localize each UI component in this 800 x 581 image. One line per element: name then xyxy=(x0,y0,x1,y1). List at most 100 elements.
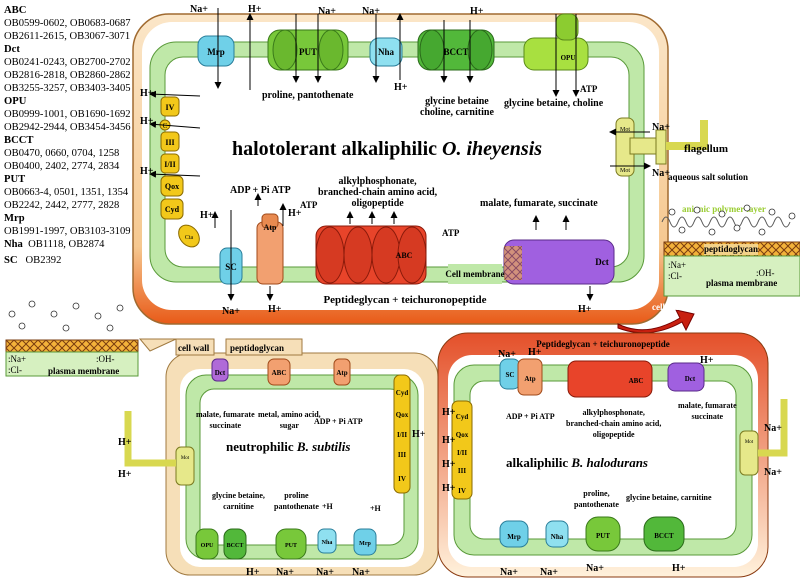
sub-atp-label: Atp xyxy=(336,369,347,377)
hal-put-label: PUT xyxy=(596,532,610,540)
hal-chain-iii: III xyxy=(458,467,466,475)
polymer-chains xyxy=(661,216,791,228)
sub-bcct-label: BCCT xyxy=(227,543,244,549)
ion-na: Na+ xyxy=(222,306,240,317)
subtilis-cell-wall-label: cell wall xyxy=(178,343,210,353)
legend-opu-name: OPU xyxy=(4,96,27,107)
cell-membrane-label: Cell membrane xyxy=(445,269,504,279)
nha-label: Nha xyxy=(378,47,395,57)
ion-na: Na+ xyxy=(276,567,294,578)
legend-opu-line: OB2942-2944, OB3454-3456 xyxy=(4,122,131,133)
bottom-ion-labels: H+ H+ H+ Na+ Na+ Na+ +H +H H+ H+ H+ H+ H… xyxy=(118,347,782,578)
halodurans-proteins xyxy=(451,358,788,552)
sub-nha-label: Nha xyxy=(322,540,333,546)
sub-abc-label: ABC xyxy=(272,369,287,377)
subtilis-peptidoglycan-label: peptidoglycan xyxy=(230,343,284,353)
ion-na: Na+ xyxy=(190,4,208,15)
gene-legend: ABC OB0599-0602, OB0683-0687 OB2611-2615… xyxy=(4,4,154,267)
halodurans-abc-substrate: alkylphosphonate, branched-chain amino a… xyxy=(566,408,662,439)
sub-chain-qox: Qox xyxy=(396,411,409,419)
left-na-key: :Na+ xyxy=(8,354,27,364)
halodurans-atp-substrate: ADP + Pi ATP xyxy=(506,412,555,421)
chain-cta: Cta xyxy=(185,235,194,241)
sub-chain-iii: III xyxy=(398,451,406,459)
hal-mrp-label: Mrp xyxy=(507,533,521,541)
legend-nha-row: Nha OB1118, OB2874 xyxy=(4,238,154,251)
right-cl-key: :Cl- xyxy=(668,271,683,281)
ion-na: Na+ xyxy=(316,567,334,578)
bcct-transporter: BCCT xyxy=(417,29,495,71)
sub-mot-label: Mot xyxy=(181,456,190,461)
right-oh-key: :OH- xyxy=(756,268,775,278)
chain-iv: IV xyxy=(166,103,175,112)
dct-label: Dct xyxy=(595,257,609,267)
hal-bcct-label: BCCT xyxy=(654,532,674,540)
ion-na: Na+ xyxy=(764,467,782,478)
chain-c: C xyxy=(163,122,168,130)
sub-chain-cyd: Cyd xyxy=(396,389,409,397)
ions-field xyxy=(668,204,796,236)
opu-label: OPU xyxy=(561,54,576,62)
ion-h: H+ xyxy=(394,82,408,93)
legend-put-name: PUT xyxy=(4,174,26,185)
subtilis-proteins xyxy=(124,358,411,560)
ion-h: H+ xyxy=(268,304,282,315)
right-inset-canvas xyxy=(661,204,800,297)
membrane-label-bg xyxy=(448,264,502,284)
opu-substrate: glycine betaine, choline xyxy=(504,98,604,109)
hal-abc-label: ABC xyxy=(629,377,644,385)
ion-h: H+ xyxy=(118,469,132,480)
ion-na: Na+ xyxy=(352,567,370,578)
ion-na: Na+ xyxy=(764,423,782,434)
subtilis-atp-substrate: ADP + Pi ATP xyxy=(314,417,363,426)
mrp-transporter: Mrp xyxy=(197,35,235,67)
legend-bcct-line: OB0470, 0660, 0704, 1258 xyxy=(4,148,120,159)
hal-mot-label: Mot xyxy=(745,440,754,445)
atp-synthase: Atp xyxy=(256,213,284,285)
ion-h: H+ xyxy=(412,429,426,440)
ion-na: Na+ xyxy=(652,122,670,133)
legend-abc-line: OB2611-2615, OB3067-3071 xyxy=(4,31,131,42)
bcct-substrate: glycine betaine choline, carnitine xyxy=(420,96,494,118)
chain-cyd: Cyd xyxy=(165,205,180,214)
legend-abc-line: OB0599-0602, OB0683-0687 xyxy=(4,18,131,29)
right-inset-membrane xyxy=(663,255,800,297)
put-label: PUT xyxy=(299,47,317,57)
subtilis-abc-substrate: metal, amino acid, sugar xyxy=(258,410,321,430)
mot-label-top: Mot xyxy=(620,127,630,133)
bcct-label: BCCT xyxy=(443,47,468,57)
legend-put-line: OB2242, 2442, 2777, 2828 xyxy=(4,200,120,211)
left-ions-field xyxy=(8,300,124,332)
ion-h: H+ xyxy=(528,347,542,358)
legend-sc-text: OB2392 xyxy=(25,255,62,266)
subtilis-put-substrate: proline pantothenate xyxy=(274,491,319,511)
sub-put-label: PUT xyxy=(285,543,297,549)
legend-opu-line: OB0999-1001, OB1690-1692 xyxy=(4,109,131,120)
ion-h: H+ xyxy=(246,567,260,578)
abc-label: ABC xyxy=(396,251,413,260)
halodurans-bcct-substrate: glycine betaine, carnitine xyxy=(626,493,712,502)
sub-mrp-label: Mrp xyxy=(359,541,371,547)
abc-substrate: alkylphosphonate, branched-chain amino a… xyxy=(318,176,438,209)
right-membrane-label: plasma membrane xyxy=(706,278,778,288)
ion-h: H+ xyxy=(140,166,154,177)
legend-sc-row: SC OB2392 xyxy=(4,254,154,267)
hal-chain-cyd: Cyd xyxy=(456,413,469,421)
put-transporter: PUT xyxy=(267,29,349,71)
subtilis-title: neutrophilic B. subtilis xyxy=(226,439,350,454)
ion-na: Na+ xyxy=(586,563,604,574)
legend-nha-name: Nha xyxy=(4,239,23,250)
ion-h: H+ xyxy=(118,437,132,448)
legend-mrp-line: OB1991-1997, OB3103-3109 xyxy=(4,226,131,237)
ion-h: H+ xyxy=(140,116,154,127)
legend-mrp-name: Mrp xyxy=(4,213,25,224)
ion-h: H+ xyxy=(700,355,714,366)
left-membrane-label: plasma membrane xyxy=(48,366,120,376)
dct-transporter: Dct xyxy=(503,239,615,285)
ion-na: Na+ xyxy=(652,168,670,179)
left-cl-key: :Cl- xyxy=(8,365,23,375)
legend-nha-text: OB1118, OB2874 xyxy=(28,239,105,250)
ion-h: H+ xyxy=(672,563,686,574)
